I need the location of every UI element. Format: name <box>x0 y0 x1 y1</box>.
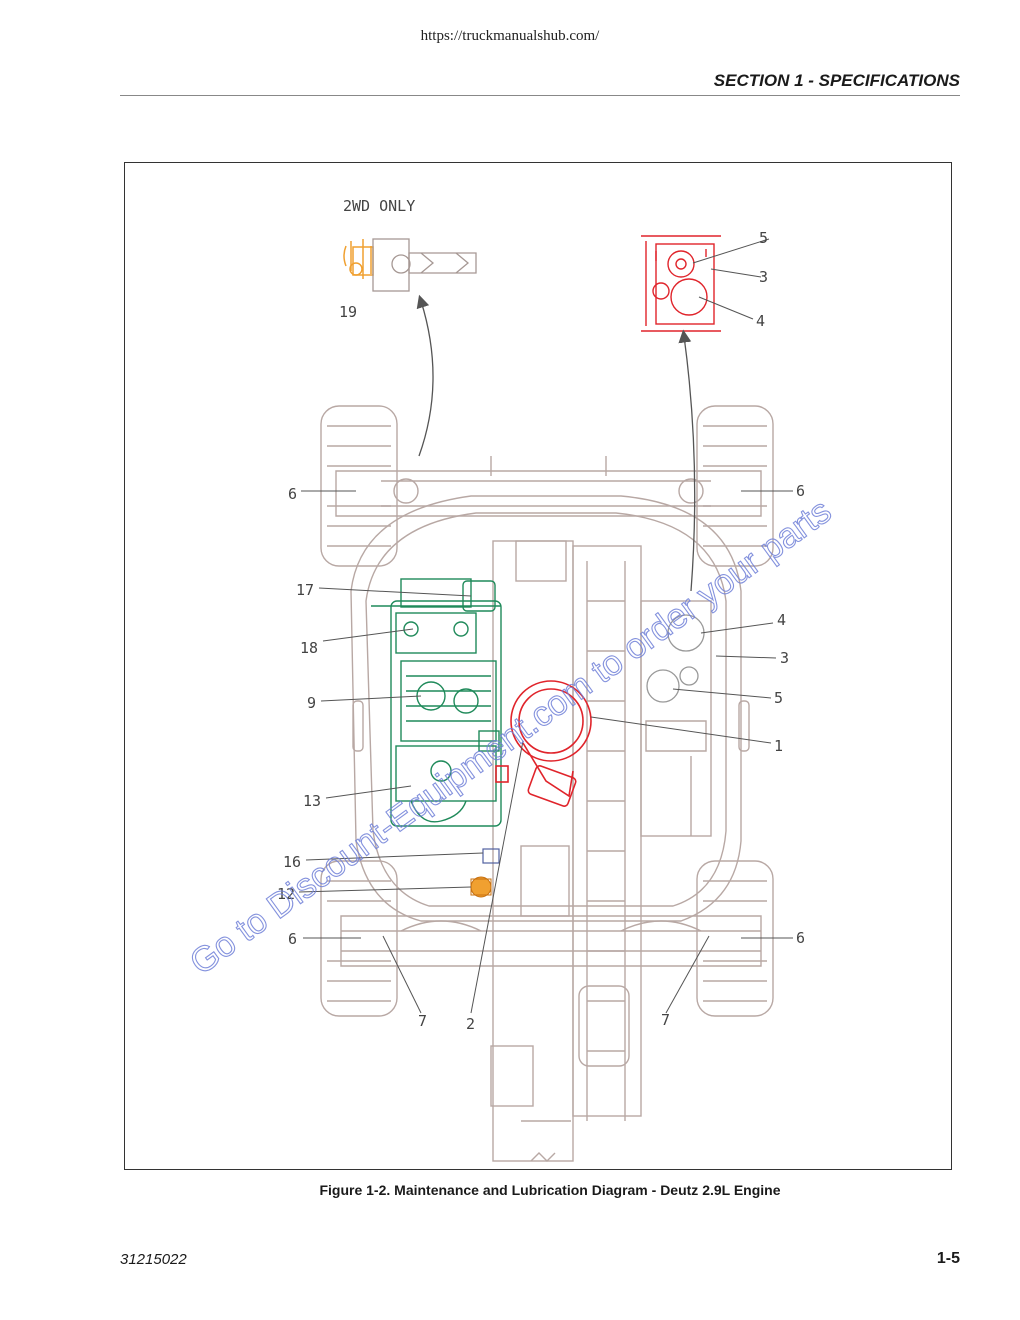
callout-13: 13 <box>303 792 321 810</box>
source-url[interactable]: https://truckmanualshub.com/ <box>420 28 600 44</box>
callout-12: 12 <box>277 885 295 903</box>
callout-1: 1 <box>774 737 783 755</box>
leader-lines <box>298 238 793 1014</box>
callout-7-left: 7 <box>418 1012 427 1030</box>
2wd-axle-inset <box>343 238 477 292</box>
inset-label-2wd: 2WD ONLY <box>343 197 415 215</box>
page-number: 1-5 <box>936 1250 960 1267</box>
machine-chassis <box>320 405 774 1162</box>
callout-4-top: 4 <box>756 312 765 330</box>
watermark: Go to Discount-Equipment.com to order yo… <box>183 491 839 982</box>
component-16 <box>482 848 500 864</box>
document-number: 31215022 <box>120 1251 187 1268</box>
component-12 <box>470 876 492 898</box>
callout-17: 17 <box>296 581 314 599</box>
arrow-swing-inset <box>678 329 696 592</box>
header-rule <box>120 95 960 96</box>
callout-6-right-rear: 6 <box>796 929 805 947</box>
callout-5-mid: 5 <box>774 689 783 707</box>
callout-16: 16 <box>283 853 301 871</box>
section-title: SECTION 1 - SPECIFICATIONS <box>713 71 960 90</box>
callout-6-right-front: 6 <box>796 482 805 500</box>
swing-drive-inset <box>641 235 721 332</box>
callout-19: 19 <box>339 303 357 321</box>
callout-6-left-front: 6 <box>288 485 297 503</box>
callout-9: 9 <box>307 694 316 712</box>
arrow-2wd-inset <box>416 294 434 457</box>
callout-4-mid: 4 <box>777 611 786 629</box>
callout-6-left-rear: 6 <box>288 930 297 948</box>
callout-7-right: 7 <box>661 1011 670 1029</box>
figure-frame: 2WD ONLY 19 5 3 4 6 6 17 18 9 13 16 12 4… <box>124 162 952 1170</box>
callout-3-top: 3 <box>759 268 768 286</box>
figure-caption: Figure 1-2. Maintenance and Lubrication … <box>319 1182 781 1198</box>
callout-5-top: 5 <box>759 229 768 247</box>
callout-2: 2 <box>466 1015 475 1033</box>
swing-bearing <box>495 680 592 807</box>
lubrication-diagram: 2WD ONLY 19 5 3 4 6 6 17 18 9 13 16 12 4… <box>182 197 839 1162</box>
callout-3-mid: 3 <box>780 649 789 667</box>
callout-18: 18 <box>300 639 318 657</box>
